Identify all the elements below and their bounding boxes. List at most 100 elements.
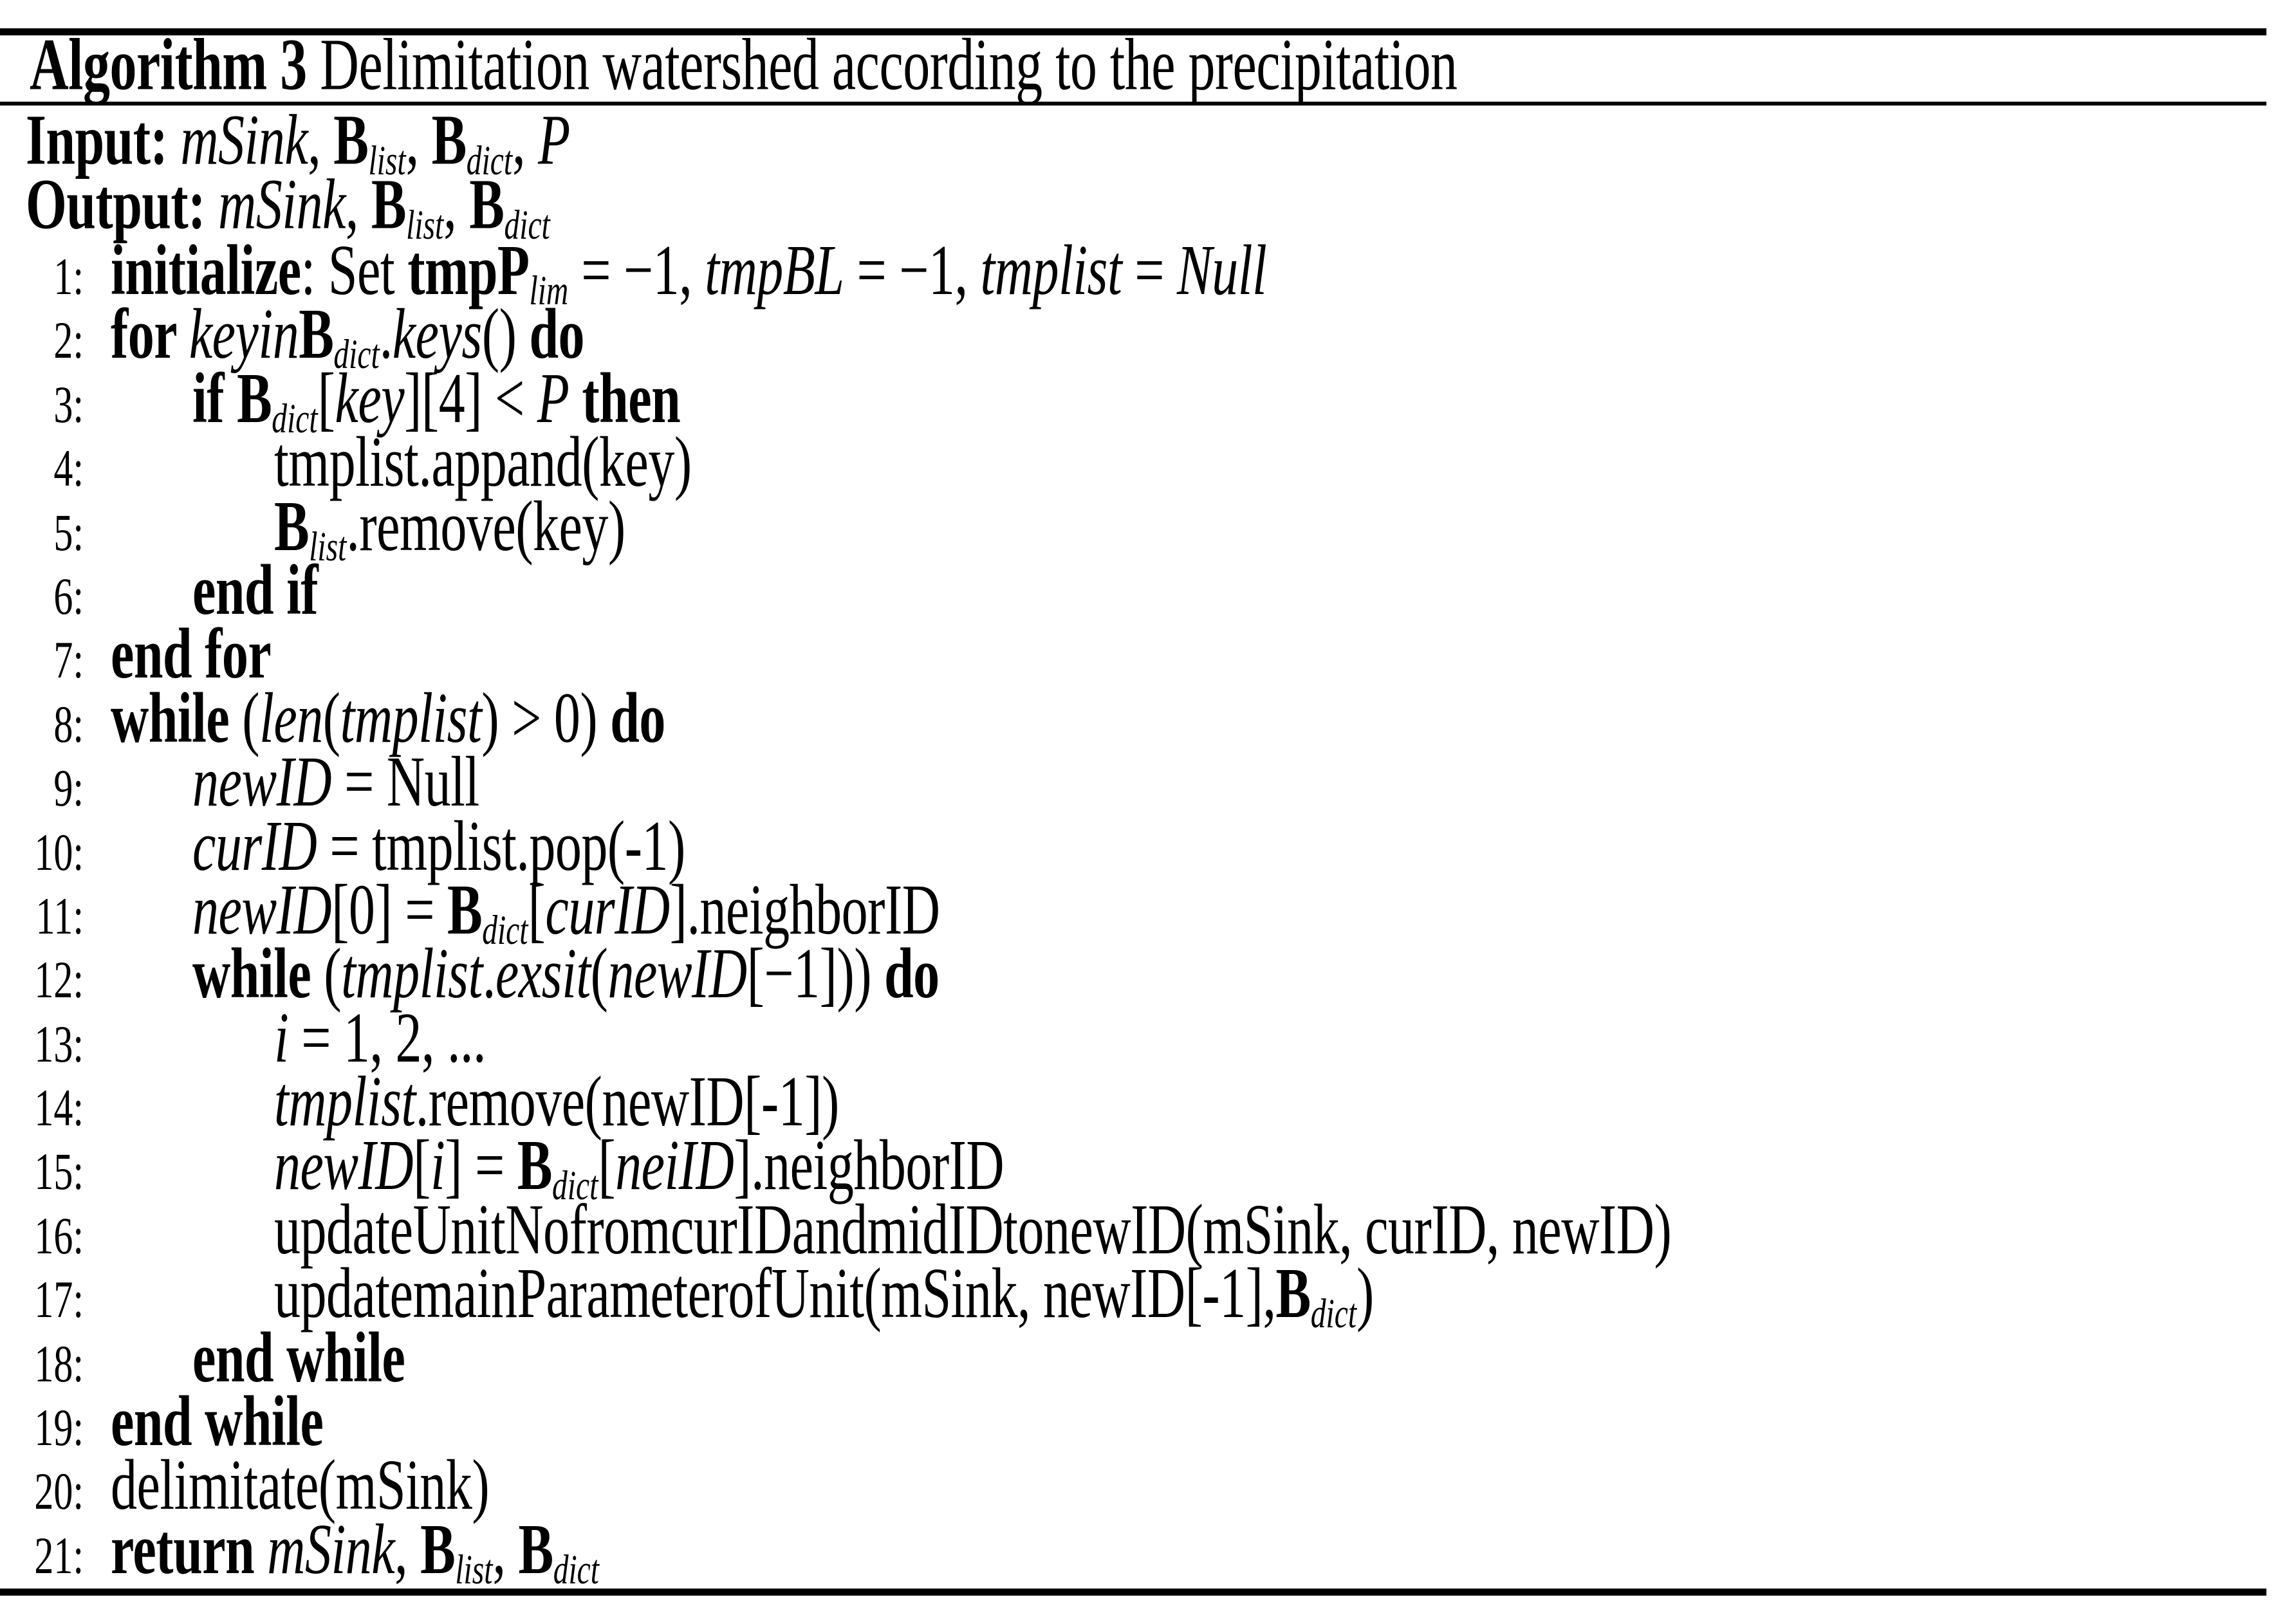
algorithm-line: 21: return mSink, Blist, Bdict: [0, 1506, 2296, 1592]
line-content: curID = tmplist.pop(-1): [192, 806, 685, 885]
code-segment: Null: [1177, 230, 1267, 310]
code-segment: [0] =: [331, 869, 447, 950]
algorithm-line: 7:end for: [0, 610, 2296, 697]
algorithm-line: 18:end while: [0, 1314, 2296, 1401]
code-segment: newID: [192, 741, 332, 822]
line-content: newID[i] = Bdict[neiID].neighborID: [274, 1125, 1004, 1209]
line-number: 11:: [35, 887, 84, 945]
line-number: 5:: [53, 503, 84, 562]
code-segment: newID: [607, 933, 747, 1013]
code-segment: curID: [192, 806, 317, 885]
code-segment: B: [1275, 1253, 1311, 1333]
subscript: dict: [333, 332, 380, 378]
line-content: end for: [111, 614, 272, 694]
subscript: dict: [1310, 1291, 1357, 1338]
algorithm-line: 4: tmplist.appand(key): [0, 418, 2296, 505]
line-content: if Bdict[key][4] < P then: [192, 358, 681, 441]
code-segment: B: [371, 164, 407, 244]
line-content: return mSink, Blist, Bdict: [111, 1509, 599, 1592]
code-segment: ].neighborID: [734, 1125, 1004, 1205]
subscript: list: [368, 138, 406, 184]
line-content: Blist.remove(key): [274, 486, 625, 569]
subscript: dict: [553, 1547, 599, 1593]
algorithm-line: 9:newID = Null: [0, 738, 2296, 825]
line-number: 12:: [34, 951, 84, 1009]
code-segment: B: [518, 1509, 553, 1589]
code-segment: keys: [392, 293, 483, 374]
code-segment: do: [884, 933, 940, 1013]
code-segment: newID: [192, 869, 332, 950]
algorithm-line: 2:for keyinBdict.keys() do: [0, 291, 2296, 378]
line-number: 13:: [34, 1015, 84, 1073]
line-number: 9:: [53, 759, 84, 817]
bottom-rule: [0, 1589, 2266, 1596]
line-number: 4:: [53, 439, 84, 497]
code-segment: (): [481, 293, 530, 374]
code-segment: = tmplist.pop(-1): [317, 806, 685, 885]
algorithm-line: 14: tmplist.remove(newID[-1]): [0, 1058, 2296, 1145]
code-segment: ,: [443, 164, 470, 244]
code-segment: mSink: [267, 1509, 395, 1589]
code-segment: ): [1356, 1253, 1374, 1333]
line-number: 21:: [34, 1526, 84, 1585]
code-segment: newID: [274, 1125, 414, 1205]
line-content: delimitate(mSink): [111, 1445, 490, 1525]
subscript: dict: [272, 396, 318, 442]
code-segment: exsit: [495, 933, 591, 1013]
code-segment: tmplist.appand(key): [274, 421, 692, 502]
algorithm-caption: Delimitation watershed according to the …: [306, 24, 1458, 106]
line-number: 16:: [34, 1206, 84, 1265]
algorithm-line: 20:delimitate(mSink): [0, 1442, 2296, 1529]
code-segment: ,: [512, 100, 539, 180]
code-segment: i: [430, 1125, 445, 1205]
code-segment: keyin: [189, 293, 299, 374]
code-segment: do: [610, 677, 665, 758]
line-number: 15:: [34, 1143, 84, 1201]
code-segment: ] =: [445, 1125, 517, 1205]
subscript: dict: [466, 138, 513, 184]
code-segment: = −1,: [568, 230, 705, 310]
algorithm-line: 13:i = 1, 2, ...: [0, 994, 2296, 1081]
code-segment: updatemainParameterofUnit(mSink, newID[-…: [274, 1253, 1276, 1333]
code-segment: updateUnitNofromcurIDandmidIDtonewID(mSi…: [274, 1189, 1672, 1269]
code-segment: key: [335, 358, 405, 438]
code-segment: i: [274, 997, 289, 1077]
subscript: list: [309, 524, 347, 570]
algorithm-line: 3:if Bdict[key][4] < P then: [0, 355, 2296, 441]
line-number: 2:: [53, 311, 84, 369]
code-segment: if: [192, 358, 237, 438]
code-segment: B: [333, 100, 369, 180]
code-segment: B: [431, 100, 467, 180]
subscript: dict: [482, 908, 528, 954]
code-segment: mSink: [180, 100, 308, 180]
code-segment: initialize: [111, 230, 301, 310]
algorithm-line: 12:while (tmplist.exsit(newID[−1])) do: [0, 930, 2296, 1017]
line-number: 19:: [34, 1398, 84, 1457]
code-segment: B: [447, 869, 483, 950]
line-number: 14:: [34, 1078, 84, 1137]
code-segment: (: [322, 677, 340, 758]
code-segment: curID: [545, 869, 670, 950]
code-segment: (: [242, 677, 260, 758]
algorithm-line: 5: Blist.remove(key): [0, 483, 2296, 569]
code-segment: do: [529, 293, 585, 374]
code-segment: (: [590, 933, 608, 1013]
subscript: lim: [529, 268, 569, 314]
line-content: end while: [111, 1381, 324, 1461]
code-segment: ,: [308, 100, 334, 180]
algorithm-line: 16: updateUnitNofromcurIDandmidIDtonewID(…: [0, 1186, 2296, 1273]
line-content: tmplist.remove(newID[-1]): [274, 1062, 839, 1141]
code-segment: P: [537, 358, 569, 438]
code-segment: ) > 0): [481, 677, 611, 758]
algorithm-line: 10:curID = tmplist.pop(-1): [0, 802, 2296, 889]
code-segment: tmplist: [274, 1061, 416, 1141]
subscript: dict: [552, 1163, 598, 1210]
code-segment: Output:: [26, 164, 219, 244]
line-number: 6:: [53, 567, 84, 625]
algorithm-line: 15: newID[i] = Bdict[neiID].neighborID: [0, 1122, 2296, 1209]
code-segment: ,: [492, 1509, 519, 1589]
code-segment: Input:: [26, 100, 181, 180]
algorithm-title: Algorithm 3 Delimitation watershed accor…: [30, 20, 1458, 111]
algorithm-label: Algorithm 3: [30, 24, 307, 106]
